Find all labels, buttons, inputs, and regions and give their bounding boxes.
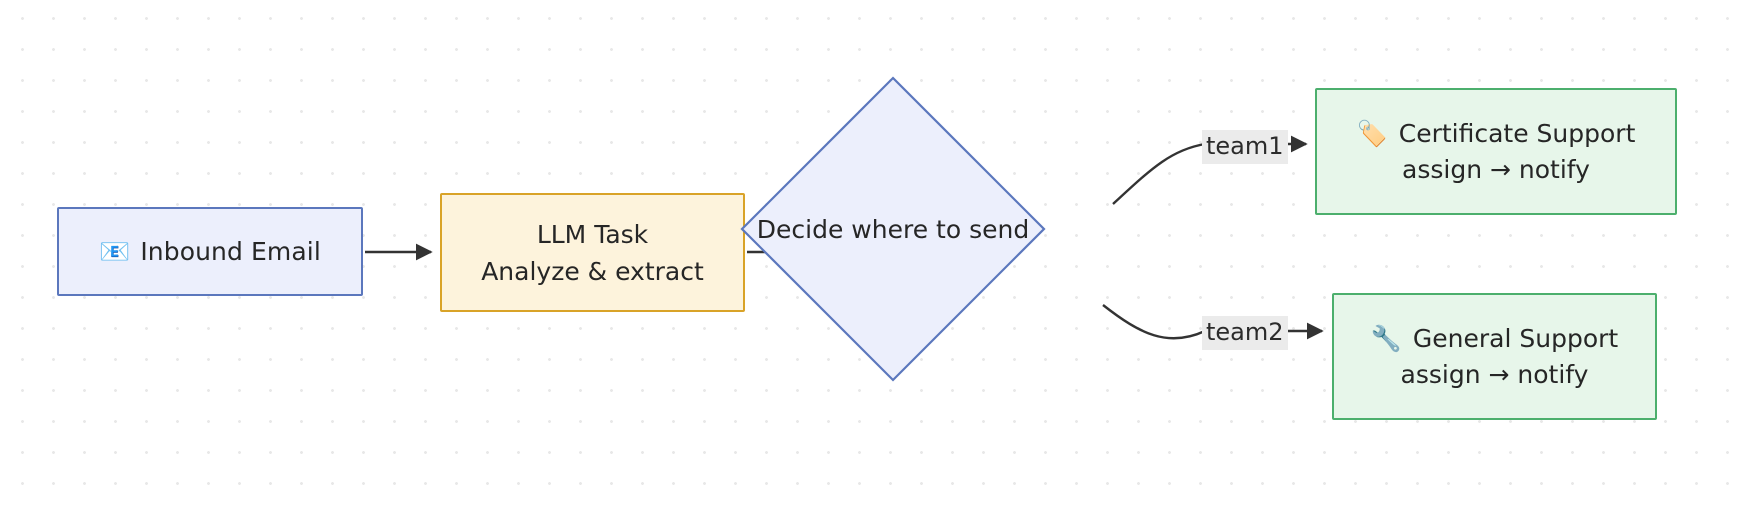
email-icon: 📧 <box>99 237 131 266</box>
node-inbound-email[interactable]: 📧 Inbound Email <box>57 207 363 296</box>
node-certificate-support-sublabel: assign → notify <box>1402 155 1590 184</box>
tag-icon: 🏷️ <box>1356 119 1388 148</box>
diamond-shape <box>740 76 1046 382</box>
node-general-support-row: 🔧 General Support <box>1371 324 1618 353</box>
node-general-support[interactable]: 🔧 General Support assign → notify <box>1332 293 1657 420</box>
node-llm-task[interactable]: LLM Task Analyze & extract <box>440 193 745 312</box>
node-inbound-email-label: Inbound Email <box>140 237 321 266</box>
edge-label-team1[interactable]: team1 <box>1202 130 1288 164</box>
node-decision-label: Decide where to send <box>756 214 1030 244</box>
wrench-icon: 🔧 <box>1370 324 1402 353</box>
node-decision[interactable]: Decide where to send <box>740 76 1046 382</box>
node-general-support-label: General Support <box>1412 324 1619 353</box>
node-llm-task-label: LLM Task <box>536 219 649 249</box>
edge-label-team2[interactable]: team2 <box>1202 316 1288 350</box>
node-certificate-support-label: Certificate Support <box>1398 119 1636 148</box>
node-certificate-support[interactable]: 🏷️ Certificate Support assign → notify <box>1315 88 1677 215</box>
node-llm-task-sublabel: Analyze & extract <box>481 256 704 286</box>
node-general-support-sublabel: assign → notify <box>1400 360 1589 389</box>
node-certificate-support-row: 🏷️ Certificate Support <box>1357 119 1636 148</box>
node-inbound-email-row: 📧 Inbound Email <box>99 237 321 266</box>
